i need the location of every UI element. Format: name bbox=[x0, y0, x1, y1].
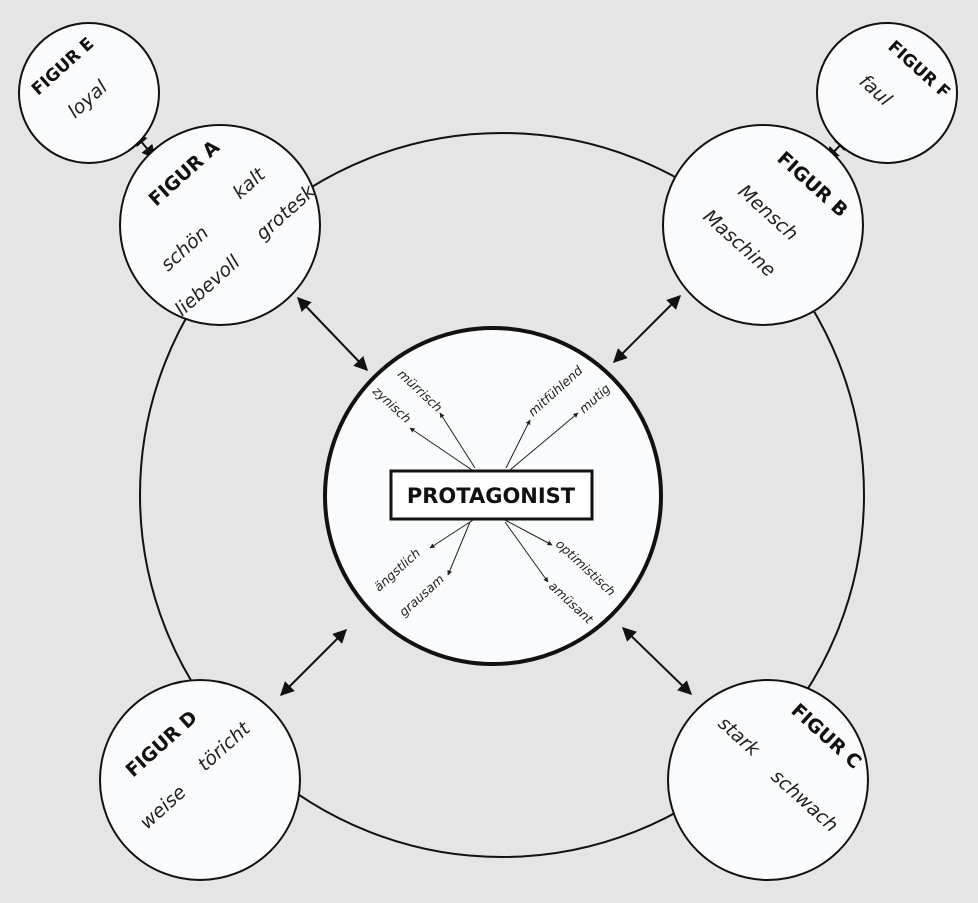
figure-b: FIGUR B Mensch Maschine bbox=[662, 124, 864, 326]
arrow-d-protagonist bbox=[280, 629, 347, 696]
figure-a: FIGUR A kalt schön grotesk liebevoll bbox=[119, 124, 321, 326]
figure-e: FIGUR E loyal bbox=[18, 22, 160, 164]
arrow-b-protagonist bbox=[613, 295, 681, 363]
protagonist-trait-arrows bbox=[409, 412, 579, 583]
arrow-c-protagonist bbox=[621, 627, 693, 695]
outer-ring bbox=[139, 132, 865, 858]
figure-d: FIGUR D töricht weise bbox=[99, 679, 301, 881]
figure-f: FIGUR F faul bbox=[816, 22, 958, 164]
arrow-a-protagonist bbox=[297, 296, 368, 372]
protagonist-label: PROTAGONIST bbox=[407, 484, 576, 508]
protagonist-box bbox=[389, 469, 594, 521]
figure-c: FIGUR C stark schwach bbox=[667, 679, 869, 881]
